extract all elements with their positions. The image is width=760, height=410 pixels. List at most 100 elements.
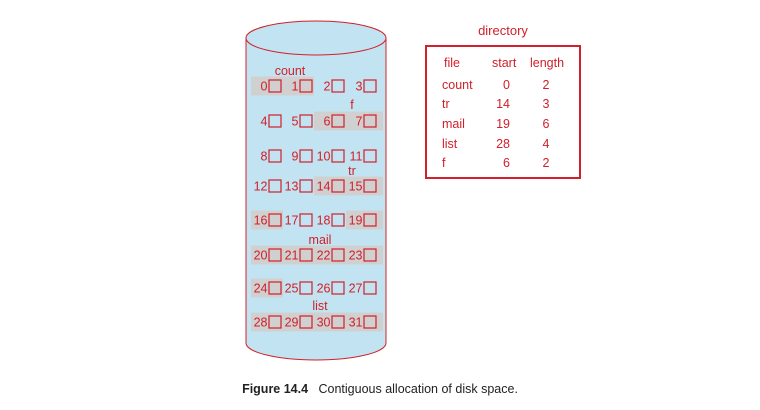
block-square-13: [299, 179, 313, 193]
block-square-15: [363, 179, 377, 193]
block-number-19: 19: [349, 214, 363, 228]
block-square-30: [331, 315, 345, 329]
block-square-16: [268, 213, 282, 227]
directory-length: 6: [542, 117, 550, 131]
block-square-31: [363, 315, 377, 329]
allocated-regions: [251, 76, 383, 332]
block-square-3: [363, 79, 377, 93]
allocated-block-tr: [314, 176, 346, 196]
block-number-1: 1: [292, 80, 299, 94]
cylinder-top: [245, 20, 387, 56]
block-number-7: 7: [356, 115, 363, 129]
allocated-block-list: [282, 312, 314, 332]
directory-file-name: count: [442, 78, 473, 92]
block-number-15: 15: [349, 180, 363, 194]
block-number-13: 13: [285, 180, 299, 194]
directory-header-length: length: [530, 56, 565, 70]
block-square-28: [268, 315, 282, 329]
block-number-26: 26: [317, 282, 331, 296]
directory-length: 2: [542, 78, 550, 92]
directory-start: 19: [496, 117, 510, 131]
file-labels: count f tr mail list: [275, 64, 356, 313]
directory-title: directory: [478, 23, 528, 38]
block-number-4: 4: [261, 115, 268, 129]
allocated-block-mail: [251, 278, 283, 298]
block-square-18: [331, 213, 345, 227]
block-square-27: [363, 281, 377, 295]
block-square-22: [331, 248, 345, 262]
allocated-block-f: [314, 111, 346, 131]
block-number-29: 29: [285, 316, 299, 330]
directory-start: 6: [503, 156, 510, 170]
directory-length: 4: [542, 137, 550, 151]
block-number-22: 22: [317, 249, 331, 263]
directory-file-name: list: [442, 137, 458, 151]
directory-length: 3: [542, 97, 550, 111]
directory-header-file: file: [444, 56, 460, 70]
directory-length: 2: [542, 156, 550, 170]
block-square-19: [363, 213, 377, 227]
directory-header-start: start: [492, 56, 517, 70]
block-number-14: 14: [317, 180, 331, 194]
allocated-block-count: [282, 76, 314, 96]
directory-file-name: tr: [442, 97, 450, 111]
directory-start: 0: [503, 78, 510, 92]
block-square-14: [331, 179, 345, 193]
block-square-9: [299, 149, 313, 163]
block-number-2: 2: [324, 80, 331, 94]
allocated-block-count: [251, 76, 283, 96]
block-square-10: [331, 149, 345, 163]
block-square-1: [299, 79, 313, 93]
allocated-block-list: [251, 312, 283, 332]
figure-caption: Figure 14.4 Contiguous allocation of dis…: [0, 382, 760, 396]
block-square-21: [299, 248, 313, 262]
block-number-30: 30: [317, 316, 331, 330]
block-number-16: 16: [254, 214, 268, 228]
block-square-4: [268, 114, 282, 128]
directory-file-name: f: [442, 156, 446, 170]
block-number-17: 17: [285, 214, 299, 228]
allocated-block-tr: [251, 210, 283, 230]
block-square-11: [363, 149, 377, 163]
block-number-27: 27: [349, 282, 363, 296]
block-square-24: [268, 281, 282, 295]
block-square-26: [331, 281, 345, 295]
block-number-10: 10: [317, 150, 331, 164]
block-square-2: [331, 79, 345, 93]
directory-start: 14: [496, 97, 510, 111]
directory-file-name: mail: [442, 117, 465, 131]
block-number-18: 18: [317, 214, 331, 228]
file-label-mail: mail: [309, 233, 332, 247]
block-number-8: 8: [261, 150, 268, 164]
block-number-31: 31: [349, 316, 363, 330]
block-number-12: 12: [254, 180, 268, 194]
block-square-12: [268, 179, 282, 193]
block-number-6: 6: [324, 115, 331, 129]
block-number-25: 25: [285, 282, 299, 296]
block-number-9: 9: [292, 150, 299, 164]
block-square-20: [268, 248, 282, 262]
block-square-6: [331, 114, 345, 128]
block-square-8: [268, 149, 282, 163]
block-square-29: [299, 315, 313, 329]
file-label-tr: tr: [348, 164, 356, 178]
block-square-25: [299, 281, 313, 295]
file-label-count: count: [275, 64, 306, 78]
caption-text: Contiguous allocation of disk space.: [318, 382, 518, 396]
block-number-3: 3: [356, 80, 363, 94]
allocated-block-list: [314, 312, 346, 332]
file-label-list: list: [312, 299, 328, 313]
caption-label: Figure 14.4: [242, 382, 309, 396]
block-square-5: [299, 114, 313, 128]
file-label-f: f: [350, 98, 354, 112]
block-square-23: [363, 248, 377, 262]
block-square-17: [299, 213, 313, 227]
block-number-5: 5: [292, 115, 299, 129]
directory-table: [425, 45, 581, 179]
block-number-28: 28: [254, 316, 268, 330]
block-number-23: 23: [349, 249, 363, 263]
block-number-20: 20: [254, 249, 268, 263]
block-square-0: [268, 79, 282, 93]
